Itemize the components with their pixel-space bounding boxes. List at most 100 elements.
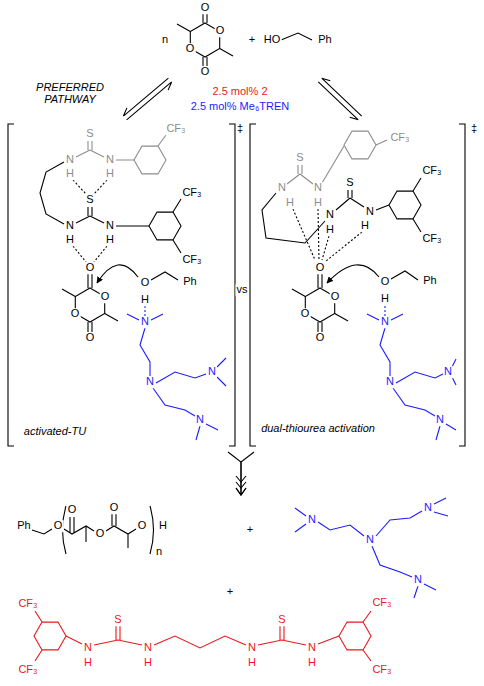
atom-label: CF₃ — [421, 165, 442, 177]
reaction-arrow — [236, 452, 254, 495]
atom-label: S — [85, 128, 94, 140]
aryl-ring — [339, 622, 371, 650]
bond-lines — [367, 314, 456, 440]
aryl-ring — [149, 212, 181, 240]
atom-label: + — [226, 586, 234, 598]
scheme-label: PREFERRED PATHWAY — [19, 82, 121, 105]
scheme-label: ‡ — [236, 123, 244, 135]
atom-label: H — [380, 293, 390, 305]
atom-label: CF₃ — [371, 597, 392, 609]
atom-label: Ph — [16, 520, 31, 532]
atom-label: O — [200, 66, 211, 78]
atom-label: H — [313, 197, 323, 209]
structure-panel: nOOOO+HOPh — [155, 0, 345, 80]
atom-label: O — [140, 277, 151, 289]
curved-arrow — [327, 265, 379, 283]
atom-label: N — [143, 642, 153, 654]
atom-label: N — [207, 366, 217, 378]
atom-label: CF₃ — [371, 664, 392, 676]
black-bonds — [8, 14, 465, 554]
atom-label: O — [85, 262, 96, 274]
atom-label: O — [380, 276, 391, 288]
atom-label: O — [200, 2, 211, 14]
atom-label: H — [285, 197, 295, 209]
atom-label: n — [161, 34, 169, 46]
atom-label: S — [277, 614, 286, 626]
atom-label: H — [325, 224, 335, 236]
grey-thiourea — [76, 131, 387, 184]
atom-label: + — [248, 34, 256, 46]
atom-label: H — [140, 294, 150, 306]
atom-label: Ph — [182, 276, 197, 288]
hydrogen-bonds — [293, 209, 362, 261]
atom-label: N — [140, 316, 150, 328]
curved-arrow — [97, 265, 138, 283]
atom-label: O — [67, 504, 78, 516]
hydrogen-bonds — [73, 180, 107, 262]
atom-label: N — [83, 642, 93, 654]
atom-label: H — [143, 657, 153, 669]
scheme-label: 2.5 mol% 2 — [211, 86, 268, 98]
atom-label: O — [215, 25, 226, 37]
polymer-bonds — [32, 506, 154, 554]
atom-label: N — [380, 316, 390, 328]
scheme-label: ‡ — [470, 123, 478, 135]
arrow-stroke — [318, 78, 361, 120]
bond-lines — [262, 178, 421, 243]
aryl-ring — [389, 191, 421, 219]
atom-label: H — [247, 657, 257, 669]
atom-label: O — [330, 291, 341, 303]
scheme-label: vs — [236, 284, 249, 296]
hydrogen-bonds — [145, 306, 385, 316]
atom-label: CF₃ — [17, 598, 38, 610]
atom-label: N — [423, 502, 433, 514]
atom-label: N — [435, 414, 445, 426]
atom-label: O — [315, 262, 326, 274]
atom-label: O — [300, 308, 311, 320]
atom-label: Ph — [317, 34, 332, 46]
atom-label: N — [365, 206, 375, 218]
atom-label: n — [155, 546, 163, 558]
bond-lines — [127, 314, 226, 440]
structure-panel: SNNHHCF₃SNNHHCF₃CF₃OOOOOHPhNNNNdual-thio… — [250, 118, 465, 452]
bond-lines — [287, 140, 387, 184]
bond-lines — [177, 14, 312, 66]
atom-label: CF₃ — [181, 254, 202, 266]
atom-label: H — [65, 234, 75, 246]
atom-label: HO — [263, 34, 282, 46]
atom-label: S — [345, 177, 354, 189]
atom-label: H — [105, 234, 115, 246]
me6tren-bonds — [127, 306, 456, 598]
atom-label: N — [65, 220, 75, 232]
atom-label: H — [360, 220, 370, 232]
atom-label: O — [185, 43, 196, 55]
bond-lines — [292, 271, 418, 332]
aryl-ring — [34, 622, 66, 650]
bond-lines — [295, 498, 448, 598]
bond-lines — [40, 162, 181, 253]
atom-label: O — [85, 332, 96, 344]
atom-label: CF₃ — [181, 187, 202, 199]
atom-label: H — [105, 168, 115, 180]
atom-label: N — [277, 182, 287, 194]
atom-label: O — [109, 502, 120, 514]
atom-label: + — [246, 524, 254, 536]
structure-caption: activated-TU — [23, 426, 87, 438]
structure-panel: SNNHHCF₃SNNHHCF₃CF₃OOOOOHPhNNNNactivated… — [8, 118, 235, 452]
atom-label: N — [105, 220, 115, 232]
atom-label: O — [53, 520, 64, 532]
atom-label: O — [137, 520, 148, 532]
equilibrium-arrow — [318, 78, 361, 120]
brackets — [8, 124, 465, 446]
atom-label: Ph — [422, 275, 437, 287]
atom-label: N — [325, 209, 335, 221]
atom-label: N — [413, 574, 423, 586]
atom-label: N — [105, 154, 115, 166]
atom-label: H — [307, 657, 317, 669]
bond-lines — [35, 611, 371, 661]
atom-label: N — [443, 366, 453, 378]
atom-label: N — [65, 154, 75, 166]
atom-label: N — [247, 642, 257, 654]
bond-lines — [62, 272, 178, 332]
atom-label: N — [195, 414, 205, 426]
